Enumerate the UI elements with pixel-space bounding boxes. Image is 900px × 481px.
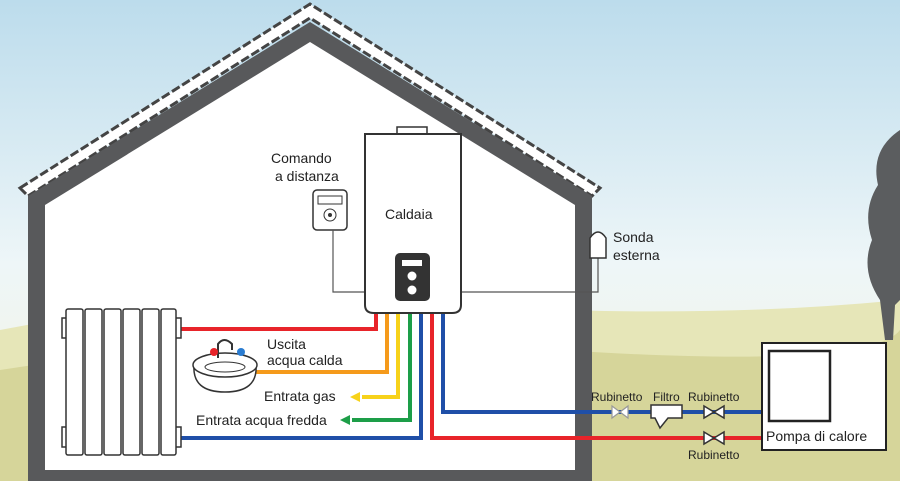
gas-arrow-icon — [350, 392, 360, 402]
cold-water-arrow-icon — [340, 415, 350, 425]
valve-1 — [611, 404, 629, 420]
valve-3 — [703, 430, 725, 446]
radiator — [61, 308, 182, 456]
radiator-flow-pipe — [180, 310, 378, 331]
remote-label-1: Comando — [271, 150, 332, 166]
valve-2 — [703, 404, 725, 420]
heat-pump-label: Pompa di calore — [766, 428, 867, 444]
hot-water-label-2: acqua calda — [267, 352, 343, 368]
remote-label-2: a distanza — [275, 168, 339, 184]
cold-water-label: Entrata acqua fredda — [196, 412, 327, 428]
hot-water-pipe — [225, 310, 389, 374]
heatpump-flow-pipe — [430, 310, 762, 440]
sensor-label-2: esterna — [613, 247, 660, 263]
filter-label: Filtro — [653, 390, 680, 404]
cold-tap-icon — [237, 348, 245, 356]
valve-3-label: Rubinetto — [688, 448, 740, 462]
hot-water-label-1: Uscita — [267, 336, 306, 352]
gas-label: Entrata gas — [264, 388, 336, 404]
boiler: Caldaia — [364, 126, 462, 314]
heat-pump: Pompa di calore — [761, 342, 887, 451]
cold-water-pipe — [352, 310, 412, 422]
radiator-return-pipe — [180, 310, 423, 440]
gas-pipe — [362, 310, 400, 399]
boiler-label: Caldaia — [385, 206, 433, 222]
valve-1-label: Rubinetto — [591, 390, 643, 404]
tree — [867, 130, 900, 340]
hot-tap-icon — [210, 348, 218, 356]
outdoor-sensor: Sonda esterna — [460, 229, 660, 293]
valve-2-label: Rubinetto — [688, 390, 740, 404]
filter — [650, 404, 683, 430]
sensor-label-1: Sonda — [613, 229, 654, 245]
sink — [192, 339, 258, 393]
remote-control: Comando a distanza — [271, 150, 366, 293]
